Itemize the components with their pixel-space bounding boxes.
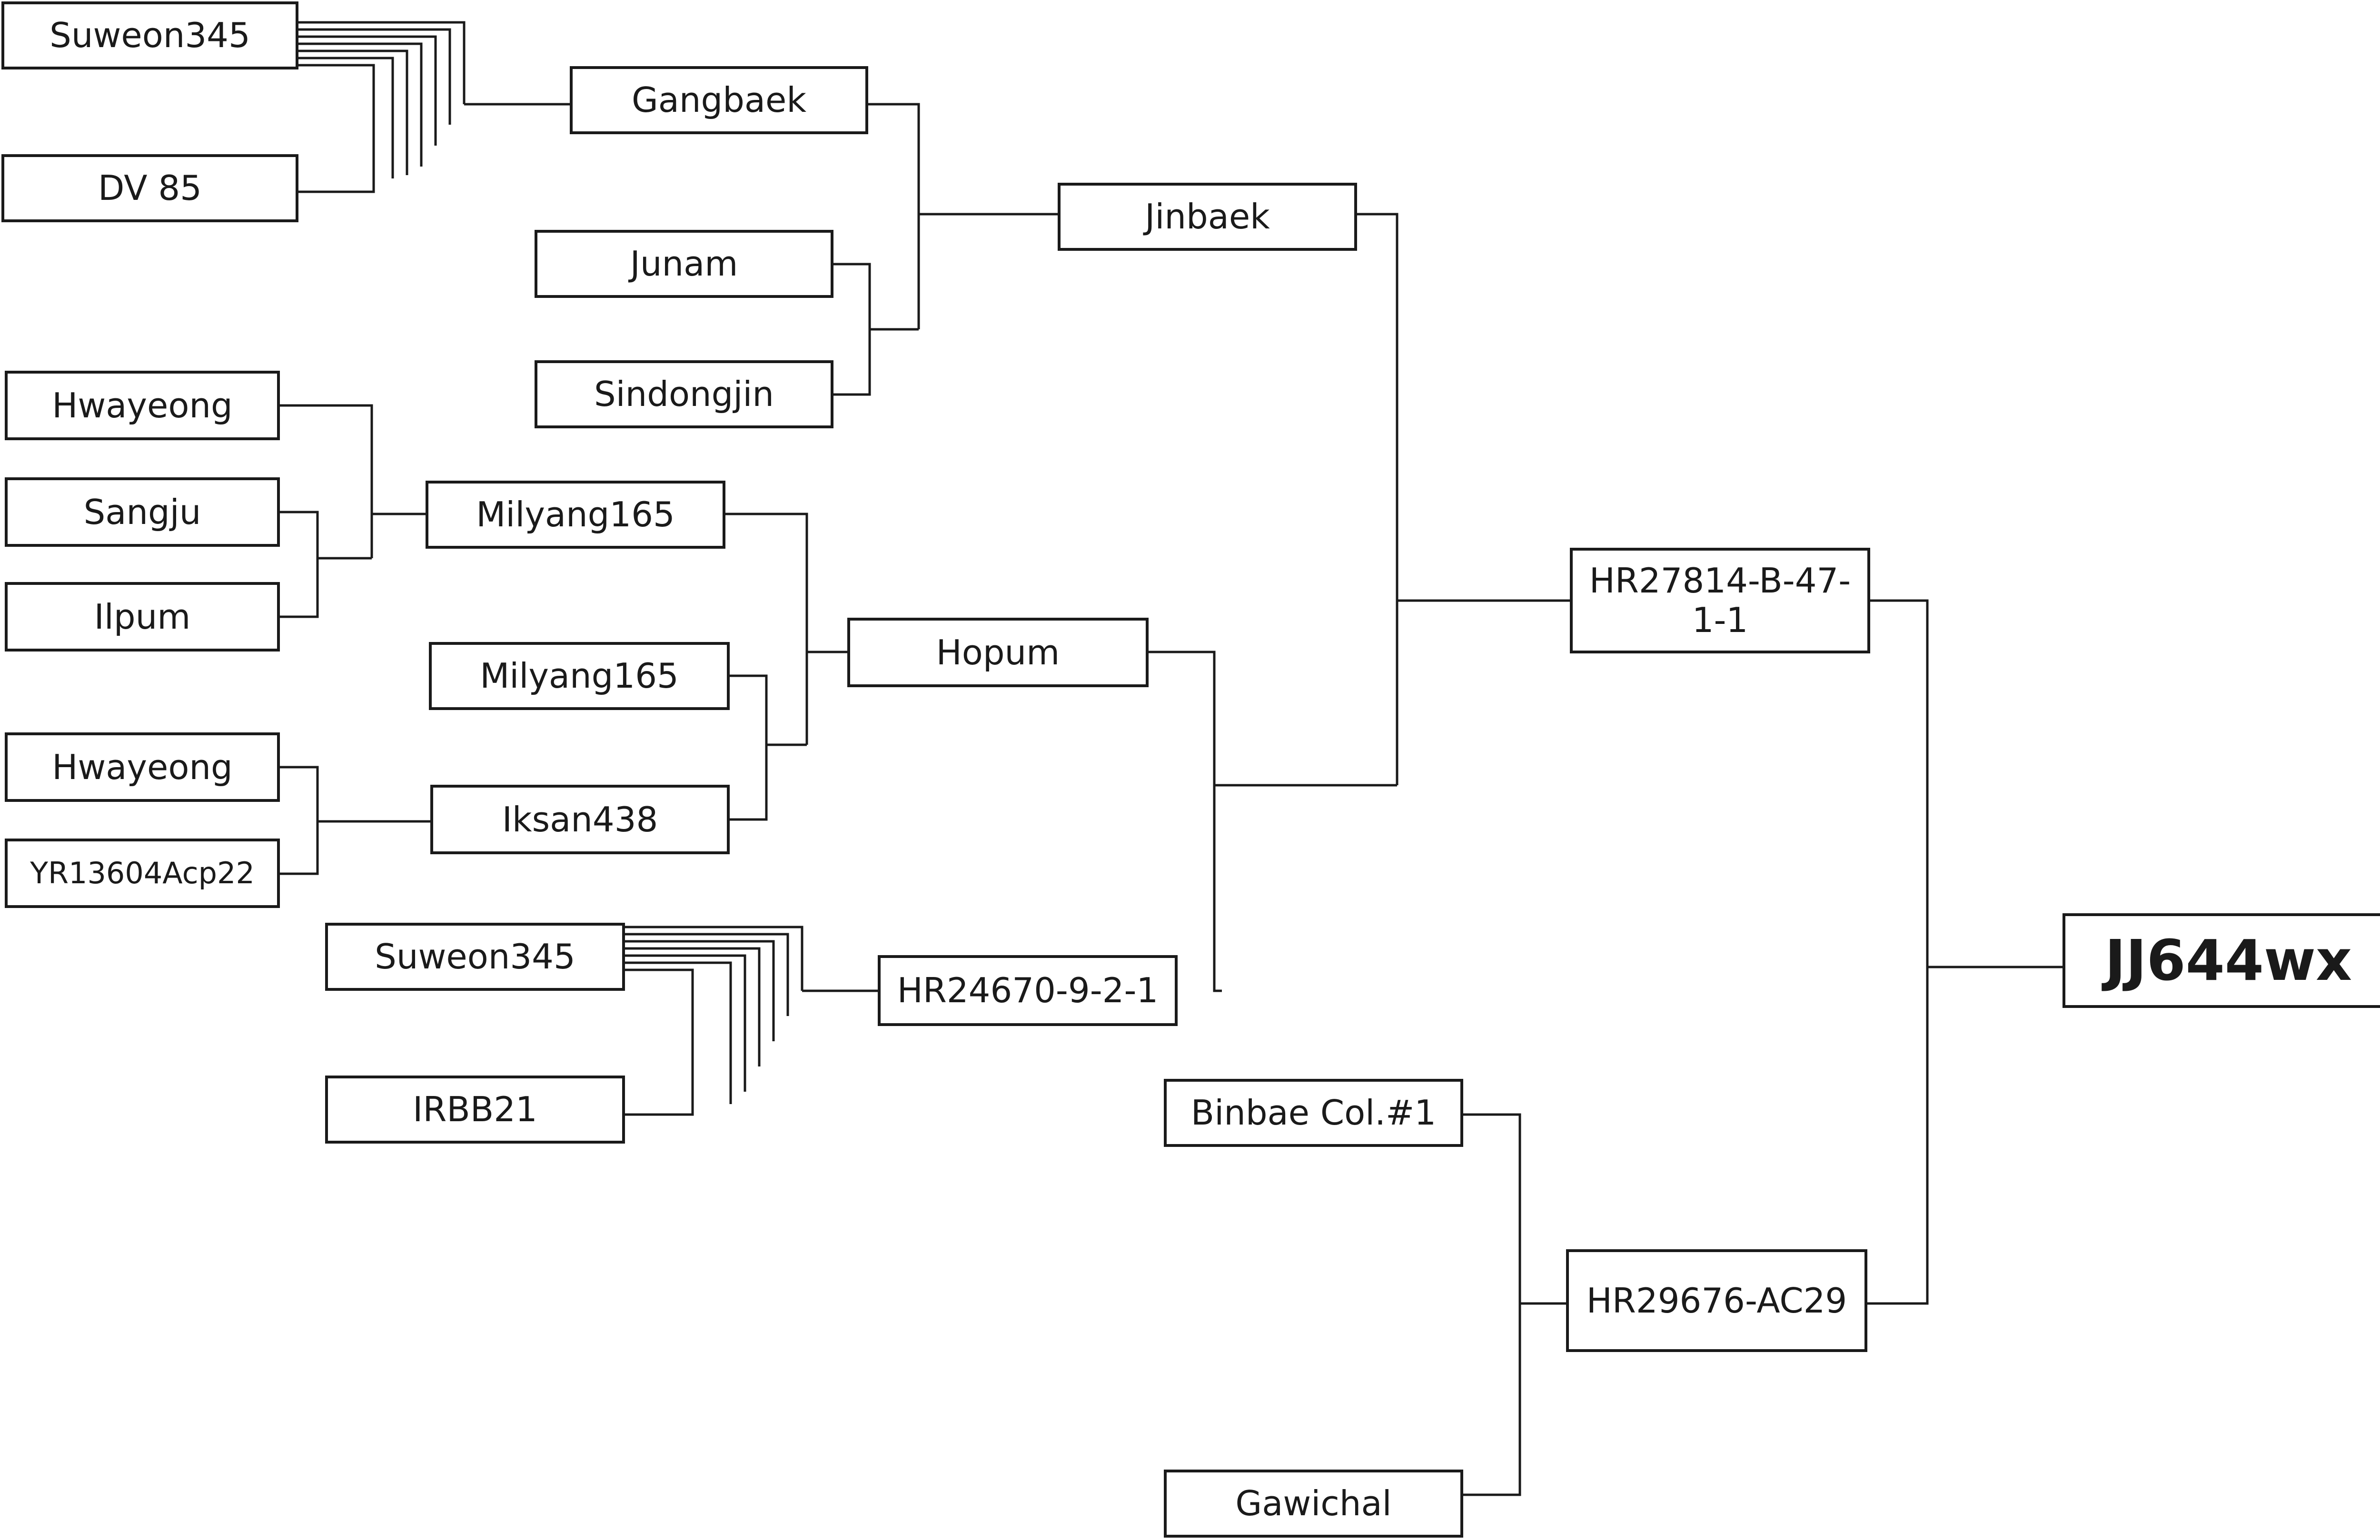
node-irbb21: IRBB21	[325, 1076, 625, 1144]
node-label: Sangju	[83, 492, 201, 532]
node-label: JJ644wx	[2104, 927, 2352, 993]
node-binbae-col1: Binbae Col.#1	[1164, 1079, 1463, 1147]
node-gawichal: Gawichal	[1164, 1470, 1463, 1538]
backcross-connector-hr24670	[624, 926, 879, 1116]
connector-jinbaek-hr27814	[1356, 213, 1571, 785]
node-label: Gangbaek	[631, 80, 807, 120]
node-label: HR29676-AC29	[1586, 1280, 1847, 1321]
node-label: Milyang165	[476, 494, 675, 535]
node-label: YR13604Acp22	[30, 856, 255, 891]
node-jj644wx: JJ644wx	[2063, 913, 2380, 1008]
node-label-line-1: HR27814-B-47-	[1589, 561, 1851, 601]
node-label: Junam	[630, 244, 738, 284]
node-hwayeong-a: Hwayeong	[5, 371, 280, 440]
node-ilpum: Ilpum	[5, 582, 280, 652]
node-junam: Junam	[535, 230, 833, 298]
connector-gangbaek-jinbaek	[867, 103, 1059, 329]
node-label-line-2: 1-1	[1692, 600, 1748, 640]
node-gangbaek: Gangbaek	[570, 66, 868, 134]
node-label: Milyang165	[480, 656, 679, 696]
node-sangju: Sangju	[5, 477, 280, 547]
node-label: Suweon345	[375, 937, 575, 977]
connector-milyang-iksan	[728, 674, 807, 821]
node-label: Binbae Col.#1	[1190, 1093, 1437, 1133]
node-label: Hopum	[936, 632, 1060, 672]
node-milyang165-a: Milyang165	[426, 481, 725, 549]
node-label: Ilpum	[94, 596, 191, 637]
connector-milyang165-hopum	[724, 513, 849, 745]
node-label: HR24670-9-2-1	[897, 970, 1159, 1011]
node-label: Hwayeong	[52, 385, 233, 425]
node-dv85: DV 85	[1, 154, 298, 222]
node-hwayeong-b: Hwayeong	[5, 732, 280, 802]
node-label: Sindongjin	[594, 374, 774, 415]
connector-binbae-gawichal	[1462, 1113, 1567, 1496]
node-label: Gawichal	[1235, 1483, 1392, 1524]
node-yr13604acp22: YR13604Acp22	[5, 839, 280, 908]
node-hr27814: HR27814-B-47- 1-1	[1570, 548, 1870, 653]
node-sindongjin: Sindongjin	[535, 360, 833, 428]
node-hopum: Hopum	[847, 618, 1149, 687]
connector-hwayeong-yr13604	[278, 766, 432, 875]
node-label: Jinbaek	[1145, 197, 1270, 237]
node-hr29676-ac29: HR29676-AC29	[1566, 1249, 1867, 1352]
backcross-connector-gangbaek	[298, 21, 571, 193]
node-hr24670: HR24670-9-2-1	[878, 955, 1178, 1026]
node-label: DV 85	[98, 168, 202, 208]
connector-hopum-hr24670	[1147, 651, 1397, 992]
connector-sangju-ilpum	[278, 511, 372, 618]
node-jinbaek: Jinbaek	[1058, 183, 1357, 251]
connector-hwayeong-milyang165	[278, 404, 427, 558]
node-label: Hwayeong	[52, 747, 233, 787]
node-label: IRBB21	[413, 1089, 537, 1130]
connector-junam-sindongjin	[832, 263, 919, 396]
node-label: Iksan438	[502, 799, 658, 839]
node-iksan438: Iksan438	[430, 785, 730, 854]
connector-final-cross	[1866, 599, 2064, 1305]
node-label: Suweon345	[50, 15, 250, 56]
node-milyang165-b: Milyang165	[429, 642, 730, 710]
node-suweon345-b: Suweon345	[325, 923, 625, 991]
node-suweon345-a: Suweon345	[1, 1, 298, 69]
